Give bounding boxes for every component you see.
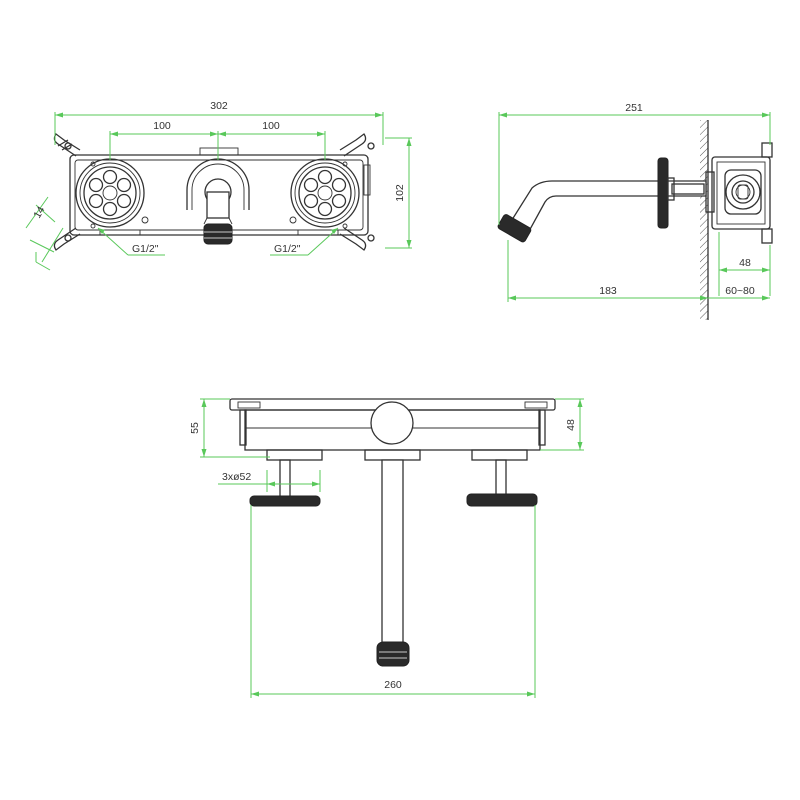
dim-front-width: 302 <box>210 100 228 112</box>
dim-side-total: 251 <box>625 102 643 114</box>
dim-top-right-depth: 48 <box>565 419 577 431</box>
top-dimensions: 55 48 3xø52 260 <box>189 398 584 698</box>
spout-tip <box>203 223 233 245</box>
side-handle <box>657 157 669 229</box>
side-view: 251 48 183 60~80 <box>497 102 773 320</box>
dim-top-left-depth: 55 <box>189 422 201 434</box>
dim-right-spacing: 100 <box>262 120 280 132</box>
dim-left-thread: G1/2" <box>132 243 159 255</box>
dim-handle-spacing: 260 <box>384 679 402 691</box>
wall-hatch <box>700 120 708 320</box>
top-spout <box>364 449 421 667</box>
mounting-tabs <box>53 133 375 251</box>
dim-front-height: 102 <box>394 184 406 202</box>
top-left-handle <box>249 449 323 507</box>
top-box <box>229 398 556 451</box>
side-box <box>705 142 773 244</box>
top-outlet <box>370 401 414 445</box>
dim-side-wall: 60~80 <box>725 285 755 297</box>
dim-tab: 14 <box>31 204 47 220</box>
front-dimensions: 302 100 100 102 14 <box>25 100 412 271</box>
right-cartridge <box>290 158 360 228</box>
dim-side-body: 48 <box>739 257 751 269</box>
dim-handle-diameter: 3xø52 <box>222 471 251 483</box>
dim-right-thread: G1/2" <box>274 243 301 255</box>
left-cartridge <box>75 158 145 228</box>
side-dimensions: 251 48 183 60~80 <box>498 102 771 302</box>
side-spout-tip <box>497 214 532 243</box>
top-view: 55 48 3xø52 260 <box>189 398 584 698</box>
center-spout-outlet <box>186 158 250 245</box>
top-right-handle <box>466 449 538 507</box>
dim-left-spacing: 100 <box>153 120 171 132</box>
dim-side-reach: 183 <box>599 285 617 297</box>
top-spout-tip <box>376 641 410 667</box>
front-view: 302 100 100 102 14 <box>25 100 412 271</box>
side-spout <box>497 157 707 243</box>
